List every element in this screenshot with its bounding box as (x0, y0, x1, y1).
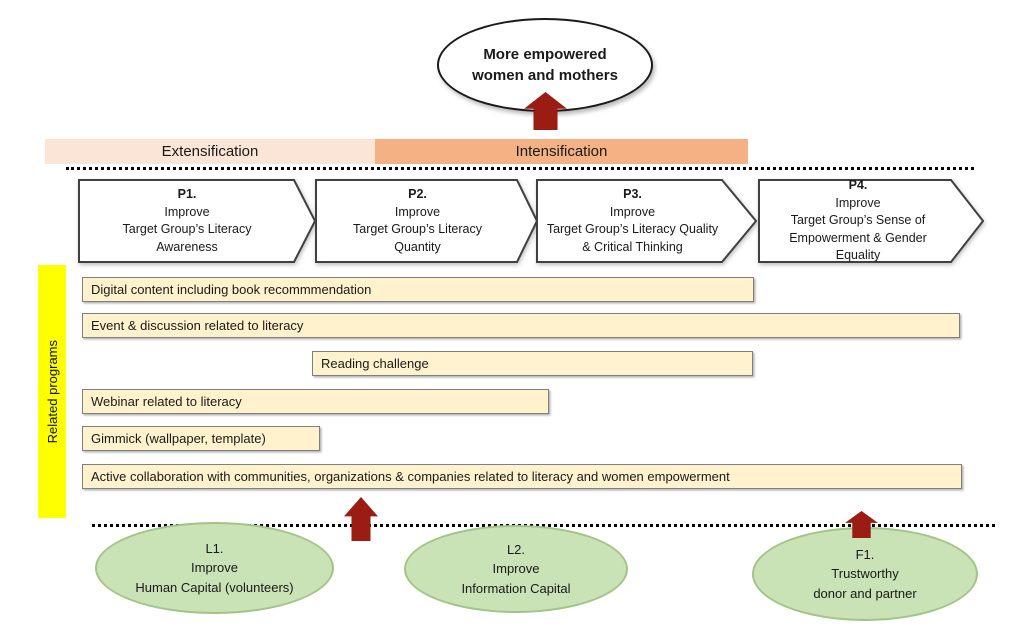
chevron-shape (315, 179, 538, 263)
outcome-text-line1: More empowered (483, 46, 607, 63)
phase-chevron-p4: P4. Improve Target Group’s Sense of Empo… (758, 178, 984, 263)
foundation-ellipse-l2: L2. Improve Information Capital (404, 525, 628, 613)
dotted-divider-top (66, 167, 974, 170)
program-bar-label: Event & discussion related to literacy (91, 318, 304, 333)
foundation-line: Human Capital (volunteers) (135, 579, 294, 595)
foundation-ellipse-f1: F1. Trustworthy donor and partner (752, 527, 978, 621)
foundation-id: F1. (855, 546, 875, 562)
program-bar-gimmick: Gimmick (wallpaper, template) (82, 426, 320, 451)
phase-line: Equality (835, 248, 881, 263)
phase-line: Empowerment & Gender (789, 230, 927, 245)
foundation-line: Improve (191, 560, 238, 576)
program-bar-label: Active collaboration with communities, o… (91, 469, 730, 484)
phase-line: Target Group’s Literacy (353, 222, 482, 236)
foundation-up-arrow-icon (344, 497, 378, 541)
foundation-ellipse-l1: L1. Improve Human Capital (volunteers) (95, 522, 334, 614)
intensification-label: Intensification (515, 143, 608, 160)
foundation-line: Information Capital (461, 580, 571, 596)
phase-id: P2. (408, 187, 427, 201)
chevron-shape (758, 179, 984, 263)
phase-line: Improve (394, 204, 441, 219)
foundation-id: L2. (506, 541, 526, 557)
related-programs-sidebar: Related programs (38, 265, 66, 518)
outcome-text-line2: women and mothers (472, 67, 618, 84)
phase-id: P4. (848, 178, 868, 193)
chevron-shape (78, 179, 316, 263)
program-bar-label: Gimmick (wallpaper, template) (91, 431, 266, 446)
phase-chevron-p2: P2. Improve Target Group’s Literacy Quan… (315, 179, 538, 263)
program-bar-label: Reading challenge (321, 356, 429, 371)
program-bar-label: Webinar related to literacy (91, 394, 242, 409)
extensification-label: Extensification (161, 143, 259, 160)
program-bar-event-discussion: Event & discussion related to literacy (82, 313, 960, 338)
program-bar-digital-content: Digital content including book recommmen… (82, 277, 754, 302)
foundation-id: L1. (205, 540, 224, 556)
phase-line: Improve (164, 204, 210, 219)
program-bar-webinar: Webinar related to literacy (82, 389, 549, 414)
phase-chevron-p1: P1. Improve Target Group’s Literacy Awar… (78, 179, 316, 263)
phase-id: P3. (623, 187, 642, 201)
phase-line: & Critical Thinking (582, 239, 683, 254)
program-bar-collaboration: Active collaboration with communities, o… (82, 464, 962, 489)
phase-chevron-p3: P3. Improve Target Group’s Literacy Qual… (536, 179, 757, 263)
foundation-line: Improve (492, 561, 540, 577)
phase-band-intensification: Intensification (375, 139, 748, 164)
program-bar-label: Digital content including book recommmen… (91, 282, 372, 297)
phase-line: Target Group’s Literacy (122, 222, 252, 236)
foundation-line: donor and partner (813, 585, 917, 601)
phase-line: Awareness (156, 239, 218, 254)
chevron-shape (536, 179, 757, 263)
phase-line: Target Group’s Sense of (790, 213, 926, 228)
phase-line: Target Group’s Literacy Quality (546, 222, 719, 236)
phase-line: Improve (835, 195, 881, 210)
phase-line: Quantity (394, 239, 441, 254)
phase-band-extensification: Extensification (45, 139, 375, 164)
program-bar-reading-challenge: Reading challenge (312, 351, 753, 376)
related-programs-label: Related programs (44, 339, 60, 444)
foundation-line: Trustworthy (831, 566, 899, 582)
phase-line: Improve (609, 204, 656, 219)
phase-id: P1. (177, 187, 197, 201)
